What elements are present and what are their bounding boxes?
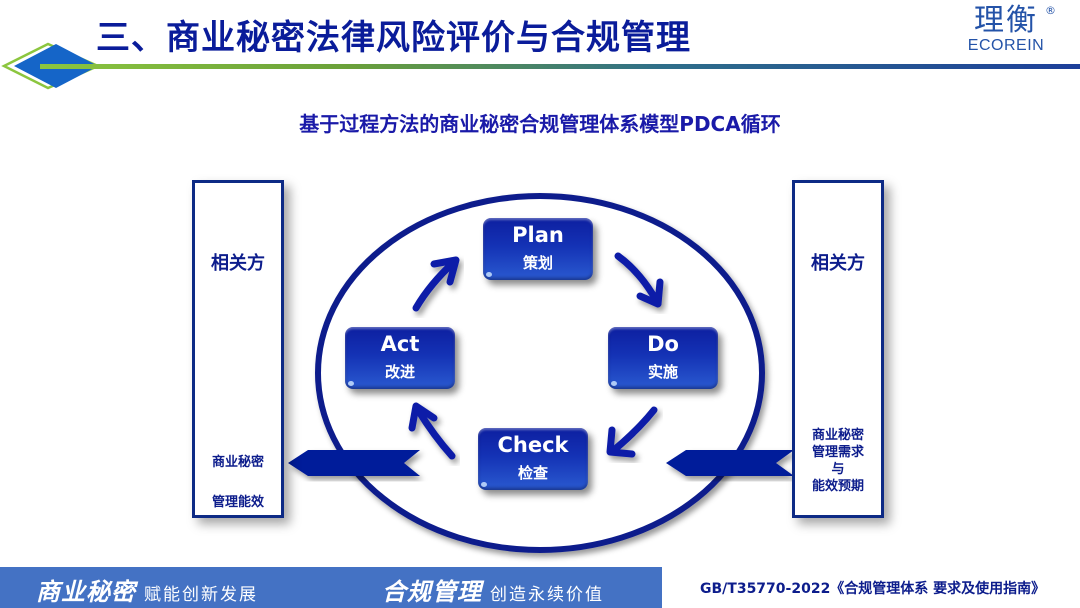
output-arrow-left-icon <box>288 450 420 476</box>
step-label-en: Plan <box>512 223 564 247</box>
step-label-en: Check <box>497 433 569 457</box>
slogan-text: 创造永续价值 <box>490 585 604 605</box>
slogan-heading: 合规管理 <box>382 578 482 606</box>
party-title: 相关方 <box>811 253 865 274</box>
slogan-heading: 商业秘密 <box>36 578 136 606</box>
step-label-cn: 策划 <box>522 254 553 272</box>
company-logo: 理衡 ® ECOREIN <box>962 3 1056 54</box>
header-divider <box>40 64 1080 69</box>
standard-reference: GB/T35770-2022《合规管理体系 要求及使用指南》 <box>700 581 1046 597</box>
step-label-cn: 改进 <box>384 363 415 381</box>
party-note-line: 商业秘密 <box>811 428 864 443</box>
interested-party-right: 相关方 商业秘密 管理需求 与 能效预期 <box>792 180 884 518</box>
pdca-step-check[interactable]: Check 检查 <box>478 428 588 490</box>
party-note-line: 与 <box>831 462 845 477</box>
diagram-title: 基于过程方法的商业秘密合规管理体系模型PDCA循环 <box>299 112 781 136</box>
page-title: 三、商业秘密法律风险评价与合规管理 <box>96 18 691 58</box>
party-title: 相关方 <box>211 253 265 274</box>
registered-mark: ® <box>1045 4 1056 17</box>
party-note-line: 商业秘密 <box>211 455 264 470</box>
footer-slogan-1: 商业秘密赋能创新发展 <box>36 572 258 607</box>
footer-band <box>0 567 662 608</box>
logo-english: ECOREIN <box>967 37 1045 54</box>
input-arrow-right-icon <box>666 450 794 476</box>
footer-slogan-2: 合规管理创造永续价值 <box>382 572 604 607</box>
party-note: 商业秘密 管理能效 <box>191 443 285 523</box>
logo-chinese: 理衡 <box>974 3 1038 38</box>
party-note-line: 能效预期 <box>811 479 864 494</box>
pdca-step-act[interactable]: Act 改进 <box>345 327 455 389</box>
step-label-en: Do <box>647 332 679 356</box>
step-label-cn: 检查 <box>517 464 548 482</box>
arrow-act-to-plan-icon <box>412 256 460 312</box>
pdca-step-plan[interactable]: Plan 策划 <box>483 218 593 280</box>
step-label-en: Act <box>380 332 420 356</box>
step-label-cn: 实施 <box>647 363 678 381</box>
party-note-line: 管理需求 <box>811 445 864 460</box>
pdca-step-do[interactable]: Do 实施 <box>608 327 718 389</box>
arrow-plan-to-do-icon <box>614 252 664 308</box>
party-note: 商业秘密 管理需求 与 能效预期 <box>791 427 885 495</box>
slogan-text: 赋能创新发展 <box>144 585 258 605</box>
arrow-do-to-check-icon <box>606 406 658 458</box>
party-note-line: 管理能效 <box>211 495 264 510</box>
arrow-check-to-act-icon <box>408 402 456 460</box>
interested-party-left: 相关方 商业秘密 管理能效 <box>192 180 284 518</box>
